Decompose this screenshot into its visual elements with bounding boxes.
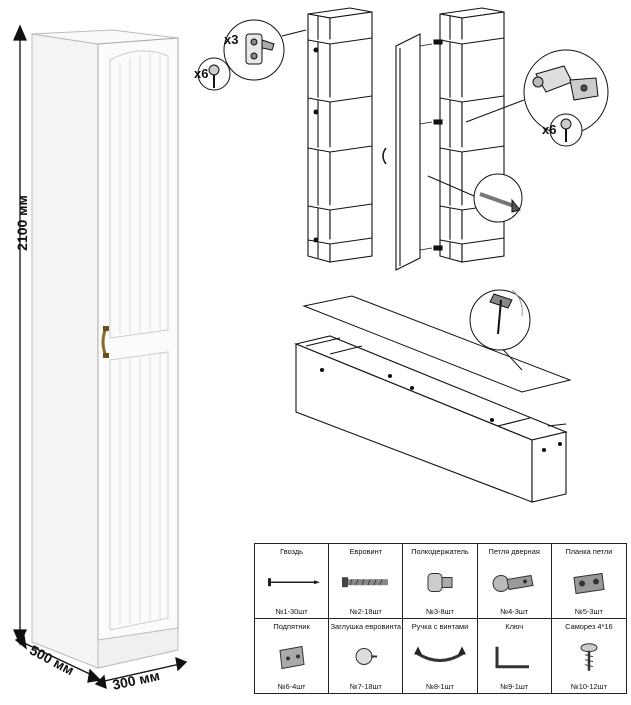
carcass-open-view xyxy=(307,7,373,263)
hinge-plate-count: x3 xyxy=(224,32,239,47)
hammer-callout xyxy=(469,289,531,351)
nail-icon xyxy=(267,577,320,586)
part-cell: Полкодержатель №3-8шт xyxy=(403,544,478,619)
part-name: Гвоздь xyxy=(280,547,304,556)
wardrobe-illustration xyxy=(31,29,179,669)
part-qty: №7-18шт xyxy=(349,682,382,691)
depth-dimension-line xyxy=(14,635,102,683)
part-name: Евровинт xyxy=(349,547,383,556)
part-name: Подпятник xyxy=(273,621,310,631)
part-qty: №4-3шт xyxy=(500,606,529,616)
part-qty: №2-18шт xyxy=(349,606,382,616)
part-cell: Саморез 4*16 №10-12шт xyxy=(552,619,626,694)
part-cell: Гвоздь №1-30шт xyxy=(255,544,330,619)
door-panel-view xyxy=(382,33,433,271)
part-qty: №8-1шт xyxy=(426,682,454,691)
euro-screw-icon xyxy=(341,576,388,587)
part-cell: Евровинт №2-18шт xyxy=(329,544,404,619)
door-hinge-icon xyxy=(492,574,534,592)
height-dimension-line xyxy=(13,24,27,646)
part-name: Саморез 4*16 xyxy=(565,621,613,631)
part-name: Ручка с винтами xyxy=(411,621,469,631)
part-cell: Заглушка евровинта №7-18шт xyxy=(329,618,404,693)
part-qty: №9-1шт xyxy=(500,682,529,691)
foot-pad-icon xyxy=(279,645,305,669)
part-cell: Подпятник №6-4шт xyxy=(255,618,330,693)
part-name: Ключ xyxy=(505,621,524,631)
screw-cap-icon xyxy=(355,647,377,665)
hardware-parts-table: Гвоздь №1-30шт Евровинт №2-18шт Полкодер… xyxy=(254,543,627,694)
part-name: Петля дверная xyxy=(488,547,540,556)
height-label: 2100 мм xyxy=(14,195,30,251)
part-cell: Петля дверная №4-3шт xyxy=(477,544,552,619)
part-cell: Ручка с винтами №8-1шт xyxy=(403,618,478,693)
hinge-screw-count-left: x6 xyxy=(194,66,209,81)
part-qty: №1-30шт xyxy=(275,606,308,616)
screw-callout-left xyxy=(197,57,231,91)
euro-screw-callout xyxy=(427,173,523,223)
part-qty: №6-4шт xyxy=(277,682,306,691)
part-name: Заглушка евровинта xyxy=(330,621,401,631)
shelf-support-icon xyxy=(427,572,453,592)
hinge-plate-icon xyxy=(573,572,605,594)
hinge-screw-count-right: x6 xyxy=(542,122,557,137)
screw-callout-right xyxy=(549,113,583,147)
part-qty: №3-8шт xyxy=(426,606,454,616)
part-cell: Планка петли №5-3шт xyxy=(551,544,626,619)
width-dimension-line xyxy=(94,656,188,690)
hex-key-icon xyxy=(495,646,530,668)
self-tapping-screw-icon xyxy=(580,642,598,671)
part-name: Планка петли xyxy=(565,547,613,556)
door-hinge-callout xyxy=(465,49,609,135)
hinge-plate-callout xyxy=(223,19,307,81)
part-name: Полкодержатель xyxy=(411,547,469,556)
part-qty: №5-3шт xyxy=(574,606,603,616)
handle-with-screws-icon xyxy=(413,646,466,662)
carcass-lying-view xyxy=(294,335,568,503)
carcass-hinge-view xyxy=(433,7,505,263)
part-cell: Ключ №9-1шт xyxy=(478,618,552,693)
part-qty: №10-12шт xyxy=(570,682,607,691)
